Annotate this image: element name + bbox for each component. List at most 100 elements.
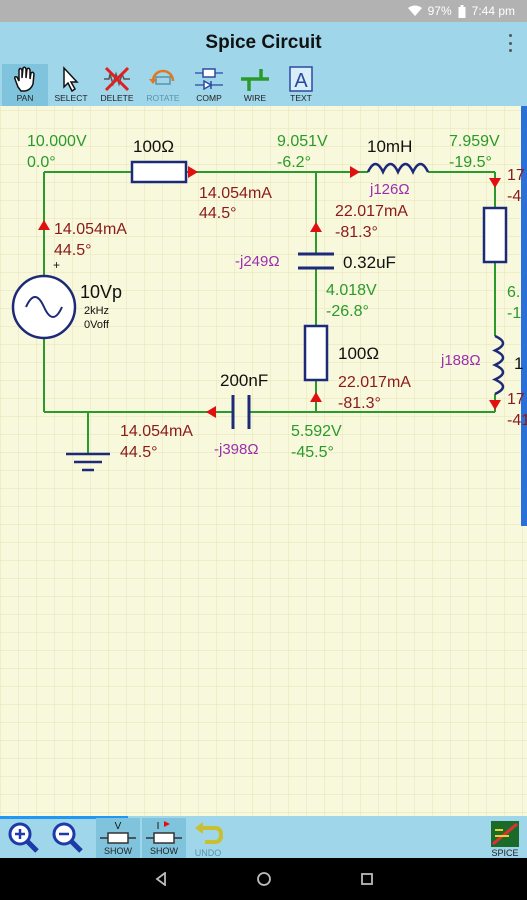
- system-nav-bar: [0, 858, 527, 900]
- undo-icon: [195, 822, 223, 844]
- spice-button[interactable]: SPICE: [486, 820, 524, 858]
- spice-icon: [491, 821, 519, 847]
- undo-label: UNDO: [194, 848, 222, 858]
- text-glyph: A: [294, 70, 308, 92]
- arrow-r1: [188, 166, 198, 178]
- zoom-in-button[interactable]: [6, 820, 40, 858]
- delete-icon: [104, 66, 130, 92]
- tool-pan[interactable]: PAN: [2, 64, 48, 106]
- l1-label: 10mH: [367, 137, 412, 156]
- back-icon[interactable]: [154, 872, 168, 886]
- pointer-icon: [63, 66, 79, 93]
- inductor-l2[interactable]: [491, 334, 505, 396]
- tool-toolbar: PAN SELECT DELETE ROTATE COMP: [0, 64, 527, 106]
- c2-phase: 44.5°: [120, 444, 158, 461]
- voltmeter-icon: V: [100, 821, 136, 844]
- c2-current: 14.054mA: [120, 423, 193, 440]
- node-mid-voltage: 9.051V: [277, 133, 328, 150]
- node-mid-phase: -6.2°: [277, 154, 311, 171]
- clock: 7:44 pm: [471, 4, 515, 18]
- rotate-icon: [149, 69, 175, 85]
- arrow-l1: [350, 166, 360, 178]
- arrow-c2: [206, 406, 216, 418]
- tool-delete[interactable]: DELETE: [94, 64, 140, 106]
- current-arrows: [38, 166, 501, 418]
- tool-label: ROTATE: [146, 93, 180, 103]
- node-left-voltage: 10.000V: [27, 133, 87, 150]
- tool-label: PAN: [16, 93, 34, 103]
- overflow-menu-icon[interactable]: [507, 34, 513, 52]
- bottom-toolbar: V SHOW I SHOW UNDO SPICE: [0, 816, 527, 858]
- source-polarity: +: [53, 258, 60, 272]
- resistor-r2[interactable]: [303, 324, 329, 382]
- circuit-diagram[interactable]: + 10Vp 2kHz 0Voff 100Ω 14.054mA 44.5° 10…: [0, 106, 527, 816]
- ammeter-icon: I: [146, 821, 182, 844]
- arrow-l2: [489, 400, 501, 410]
- c1-current: 22.017mA: [335, 203, 408, 220]
- tool-label: WIRE: [243, 93, 267, 103]
- wifi-icon: [407, 5, 422, 17]
- source-current-phase: 44.5°: [54, 242, 92, 259]
- tool-select[interactable]: SELECT: [48, 64, 94, 106]
- arrow-c1: [310, 222, 322, 232]
- node-mid-lower-phase: -26.8°: [326, 303, 369, 320]
- zoom-in-icon: [8, 822, 39, 853]
- r1-current: 14.054mA: [199, 185, 272, 202]
- show-voltage-label: SHOW: [104, 846, 132, 856]
- c1-impedance: -j249Ω: [235, 253, 280, 270]
- c2-impedance: -j398Ω: [214, 441, 259, 458]
- hand-icon: [14, 66, 35, 92]
- tool-label: DELETE: [100, 93, 134, 103]
- clipped-current-a: 17: [507, 167, 525, 184]
- current-glyph: I: [157, 821, 160, 832]
- source-offset: 0Voff: [84, 319, 110, 331]
- clipped-voltage-phase: -1: [507, 305, 521, 322]
- capacitor-c1[interactable]: [298, 252, 334, 270]
- tool-comp[interactable]: COMP: [186, 64, 232, 106]
- clipped-label: 1: [514, 354, 523, 373]
- recents-icon[interactable]: [360, 872, 374, 886]
- undo-button[interactable]: UNDO: [190, 820, 226, 858]
- source-amplitude: 10Vp: [80, 282, 122, 302]
- inductor-l1[interactable]: [366, 162, 430, 175]
- ac-voltage-source[interactable]: [11, 274, 77, 340]
- r2-phase: -81.3°: [338, 395, 381, 412]
- clipped-voltage: 6.: [507, 284, 520, 301]
- source-frequency: 2kHz: [84, 305, 109, 317]
- node-left-phase: 0.0°: [27, 154, 56, 171]
- battery-icon: [458, 4, 466, 18]
- text-icon: A: [289, 66, 313, 92]
- tool-label: COMP: [196, 93, 222, 103]
- component-icon: [195, 68, 223, 91]
- node-right-voltage: 7.959V: [449, 133, 500, 150]
- arrow-r3: [489, 178, 501, 188]
- clipped-phase-a: -4: [507, 188, 521, 205]
- circuit-canvas[interactable]: + 10Vp 2kHz 0Voff 100Ω 14.054mA 44.5° 10…: [0, 106, 527, 816]
- c1-phase: -81.3°: [335, 224, 378, 241]
- capacitor-c2[interactable]: [231, 395, 251, 429]
- tool-text[interactable]: A TEXT: [278, 64, 324, 106]
- scroll-indicator[interactable]: [521, 106, 527, 526]
- show-current-button[interactable]: I SHOW: [142, 818, 186, 858]
- tool-rotate[interactable]: ROTATE: [140, 64, 186, 106]
- clipped-current-b: 17: [507, 391, 525, 408]
- zoom-out-button[interactable]: [50, 820, 84, 858]
- zoom-out-icon: [52, 822, 83, 853]
- node-bottom-voltage: 5.592V: [291, 423, 342, 440]
- resistor-r1[interactable]: [130, 160, 188, 184]
- show-voltage-button[interactable]: V SHOW: [96, 818, 140, 858]
- c1-label: 0.32uF: [343, 253, 396, 272]
- bottom-accent-line: [0, 816, 128, 819]
- spice-label: SPICE: [491, 848, 519, 858]
- tool-wire[interactable]: WIRE: [232, 64, 278, 106]
- c2-label: 200nF: [220, 371, 268, 390]
- app-bar: Spice Circuit: [0, 22, 527, 64]
- arrow-source: [38, 220, 50, 230]
- arrow-r2: [310, 392, 322, 402]
- r2-label: 100Ω: [338, 344, 379, 363]
- home-icon[interactable]: [256, 871, 272, 887]
- resistor-r3[interactable]: [482, 206, 508, 264]
- ground-symbol[interactable]: [66, 452, 110, 472]
- clipped-phase-b: -41: [507, 412, 527, 429]
- tool-label: SELECT: [54, 93, 88, 103]
